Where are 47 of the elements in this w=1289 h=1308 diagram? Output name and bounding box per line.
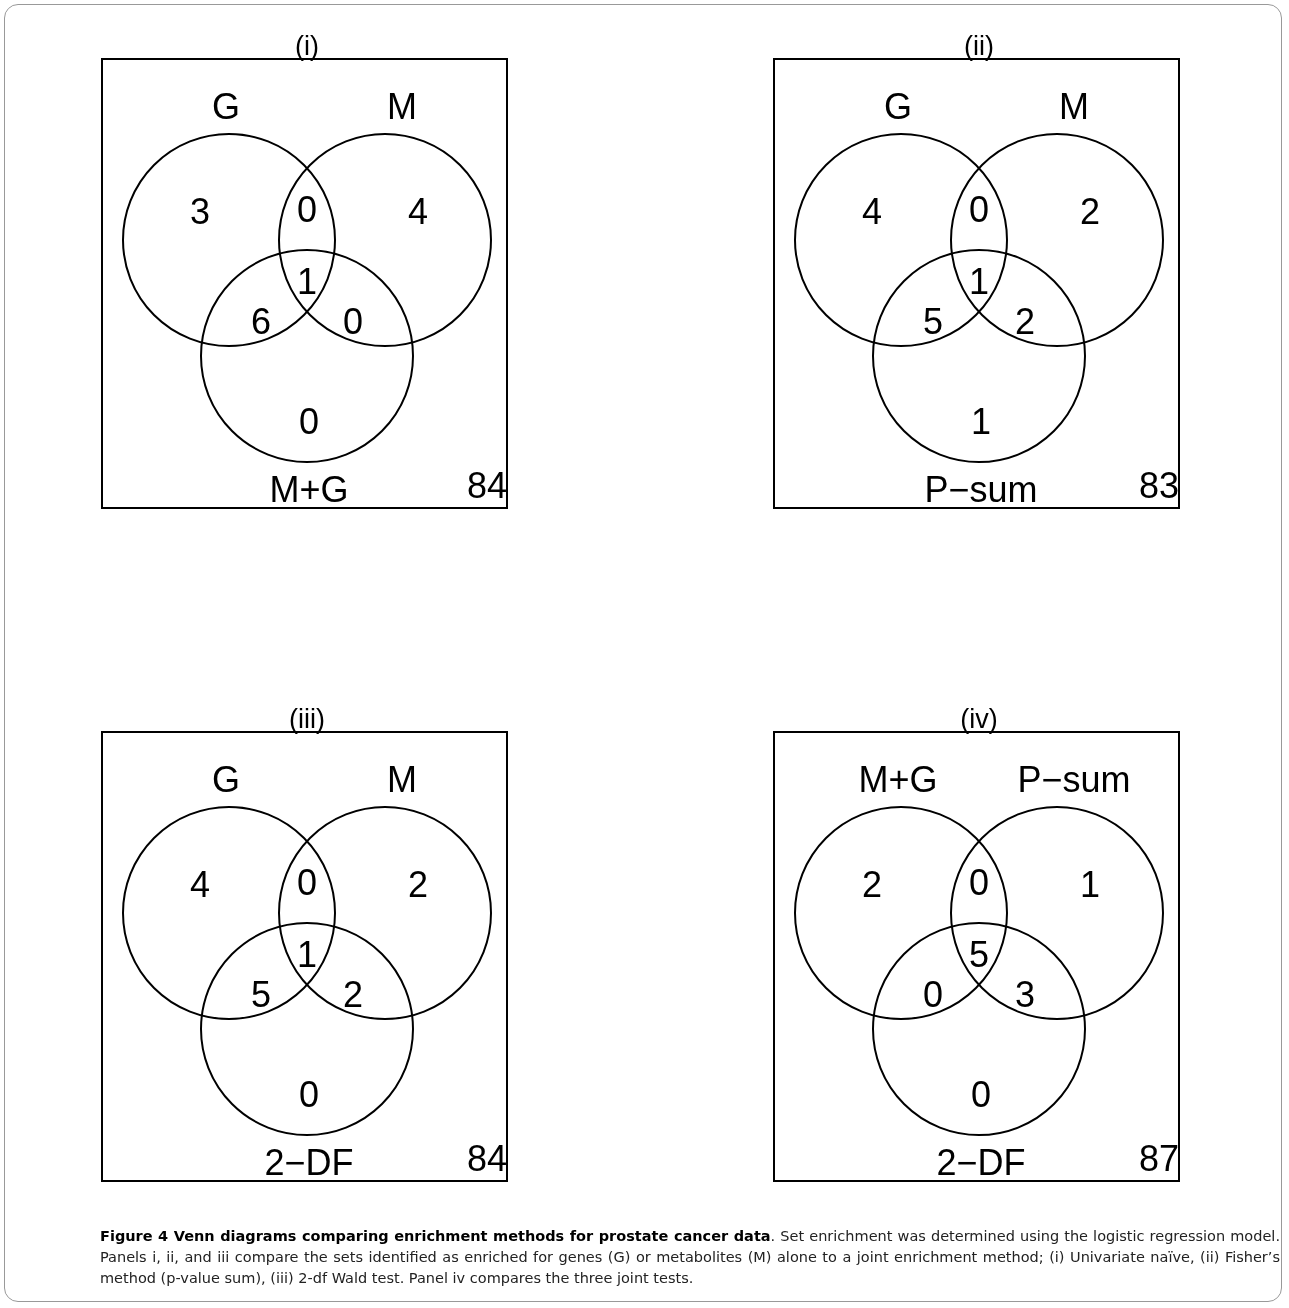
region-count: 5 — [251, 977, 271, 1013]
region-count: 0 — [971, 1077, 991, 1113]
region-count: 4 — [862, 194, 882, 230]
set-name: 2−DF — [264, 1145, 354, 1181]
set-name: P−sum — [924, 472, 1038, 508]
region-count: 3 — [1015, 977, 1035, 1013]
panel-heading: (iii) — [289, 705, 325, 733]
region-count: 2 — [408, 867, 428, 903]
region-count: 6 — [251, 304, 271, 340]
region-count: 1 — [971, 404, 991, 440]
set-name: 2−DF — [936, 1145, 1026, 1181]
region-count: 4 — [190, 867, 210, 903]
set-name: M+G — [858, 762, 938, 798]
region-count: 0 — [969, 192, 989, 228]
set-name: M — [1059, 89, 1089, 125]
region-count: 0 — [297, 192, 317, 228]
region-count: 0 — [969, 865, 989, 901]
set-name: M — [387, 89, 417, 125]
region-count: 1 — [297, 264, 317, 300]
figure-caption: Figure 4 Venn diagrams comparing enrichment methods for prostate cancer data. Set enrichment was determined using the logistic regression model. Panels i, ii, and iii compare the sets identified as enriched for genes (G) or metabolites (M) alone to a joint enrichment method; (i) Univariate naïve, (ii) Fisher’s method (p-value sum), (iii) 2-df Wald test. Panel iv compares the three joint tests. — [100, 1227, 1280, 1289]
set-name: M — [387, 762, 417, 798]
region-count: 0 — [923, 977, 943, 1013]
region-count: 5 — [969, 937, 989, 973]
region-count: 0 — [299, 404, 319, 440]
region-count: 2 — [1015, 304, 1035, 340]
region-count: 2 — [1080, 194, 1100, 230]
set-name: G — [884, 89, 912, 125]
region-count: 2 — [862, 867, 882, 903]
outside-count: 84 — [467, 468, 507, 504]
outside-count: 87 — [1139, 1141, 1179, 1177]
region-count: 4 — [408, 194, 428, 230]
region-count: 2 — [343, 977, 363, 1013]
set-name: M+G — [269, 472, 349, 508]
set-name: G — [212, 762, 240, 798]
set-name: P−sum — [1017, 762, 1131, 798]
region-count: 5 — [923, 304, 943, 340]
region-count: 0 — [343, 304, 363, 340]
region-count: 0 — [297, 865, 317, 901]
region-count: 0 — [299, 1077, 319, 1113]
region-count: 1 — [969, 264, 989, 300]
outside-count: 84 — [467, 1141, 507, 1177]
outside-count: 83 — [1139, 468, 1179, 504]
region-count: 1 — [297, 937, 317, 973]
region-count: 3 — [190, 194, 210, 230]
region-count: 1 — [1080, 867, 1100, 903]
panel-heading: (iv) — [960, 705, 998, 733]
set-name: G — [212, 89, 240, 125]
